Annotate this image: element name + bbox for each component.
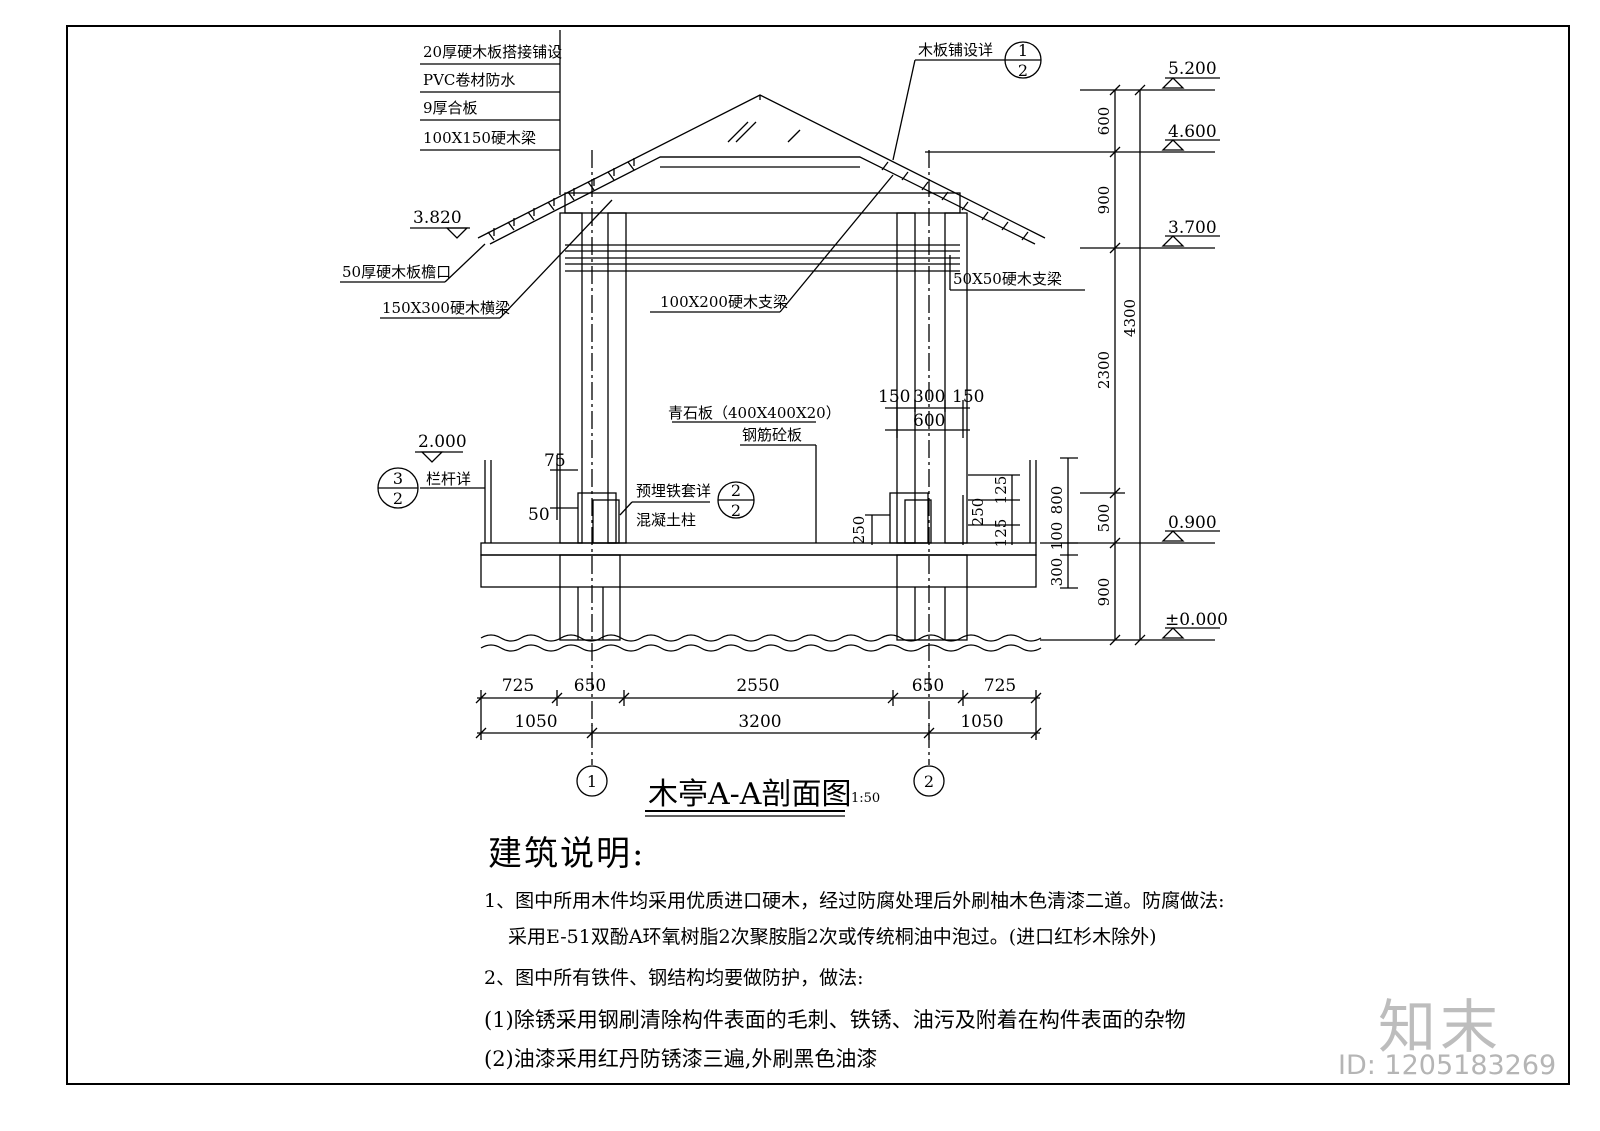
dim-row2-1: 3200	[738, 712, 781, 732]
id-watermark: ID: 1205183269	[1338, 1050, 1557, 1081]
label-railing-detail: 栏杆详	[426, 470, 471, 488]
roof-shingles-left	[487, 158, 635, 241]
elev-3700: 3.700	[1168, 218, 1217, 238]
dim-row1-2: 2550	[736, 676, 779, 696]
dim-500-v: 500	[1095, 504, 1113, 533]
axis-label-1: 1	[587, 772, 597, 791]
label-stone-slab: 青石板（400X400X20）	[668, 404, 841, 422]
note-line-1: 1、图中所用木件均采用优质进口硬木，经过防腐处理后外刷柚木色清漆二道。防腐做法:	[484, 890, 1225, 912]
axis-bubble-1	[576, 765, 608, 797]
label-rc-slab: 钢筋砼板	[742, 426, 802, 444]
callout-small-beam: 50X50硬木支梁	[953, 270, 1062, 288]
drawing-title: 木亭A-A剖面图	[648, 777, 851, 812]
note-line-2: 采用E-51双酚A环氧树脂2次聚胺脂2次或传统桐油中泡过。(进口红杉木除外)	[508, 926, 1157, 948]
ref3-bottom: 2	[393, 489, 403, 508]
dim-125a-v: 125	[992, 476, 1010, 505]
elev-2000: 2.000	[418, 432, 467, 452]
axis-bubble-2	[913, 765, 945, 797]
dim-150b: 150	[952, 387, 984, 407]
note-line-5: (2)油漆采用红丹防锈漆三遍,外刷黑色油漆	[484, 1047, 878, 1071]
callout-eave-board: 50厚硬木板檐口	[342, 263, 451, 281]
ref2-bottom: 2	[731, 501, 741, 520]
dim-row1-1: 650	[574, 676, 606, 696]
dim-row2-2: 1050	[960, 712, 1003, 732]
dim-600-v: 600	[1095, 107, 1113, 136]
callout-hardwood-beam: 100X150硬木梁	[423, 129, 536, 147]
callout-support-beam: 100X200硬木支梁	[660, 293, 788, 311]
notes-heading: 建筑说明:	[488, 834, 646, 874]
dim-2300-v: 2300	[1095, 351, 1113, 389]
dim-125b-v: 125	[992, 519, 1010, 548]
dim-250a-v: 250	[850, 516, 868, 545]
callout-pvc-membrane: PVC卷材防水	[423, 71, 515, 89]
elev-3820: 3.820	[413, 208, 462, 228]
dim-150a: 150	[878, 387, 910, 407]
dim-100-v: 100	[1048, 522, 1066, 551]
roof-shingles-right	[881, 161, 1029, 241]
note-line-4: (1)除锈采用钢刷清除构件表面的毛刺、铁锈、油污及附着在构件表面的杂物	[484, 1008, 1186, 1032]
callout-hardwood-deck: 20厚硬木板搭接铺设	[423, 43, 562, 61]
callout-cross-beam: 150X300硬木横梁	[382, 299, 510, 317]
dim-900b-v: 900	[1095, 578, 1113, 607]
dim-row1-4: 725	[984, 676, 1016, 696]
dim-4300-v: 4300	[1121, 299, 1139, 337]
note-line-3: 2、图中所有铁件、钢结构均要做防护，做法:	[484, 967, 864, 989]
axis-label-2: 2	[924, 772, 934, 791]
dim-75: 75	[544, 451, 566, 471]
roof-inner	[489, 156, 1036, 245]
dim-600-h: 600	[913, 411, 945, 431]
dim-50: 50	[528, 505, 550, 525]
ref2-top: 2	[731, 481, 741, 500]
ref1-bottom: 2	[1018, 61, 1028, 80]
label-concrete-column: 混凝土柱	[636, 511, 696, 529]
dim-300-v: 300	[1048, 558, 1066, 587]
label-embed-sleeve: 预埋铁套详	[636, 482, 711, 500]
drawing-scale: 1:50	[851, 791, 880, 806]
floor-slab	[480, 542, 1037, 556]
ref1-top: 1	[1018, 41, 1028, 60]
elev-4600: 4.600	[1168, 122, 1217, 142]
water-line	[480, 634, 1042, 642]
elev-0000: ±0.000	[1165, 610, 1228, 630]
dim-row2-0: 1050	[514, 712, 557, 732]
dim-800-v: 800	[1048, 486, 1066, 515]
elev-0900: 0.900	[1168, 513, 1217, 533]
dim-row1-3: 650	[912, 676, 944, 696]
callout-deck-detail: 木板铺设详	[918, 41, 993, 59]
dim-250b-v: 250	[969, 498, 987, 527]
brand-watermark: 知末	[1378, 993, 1503, 1061]
dim-300b: 300	[913, 387, 945, 407]
elev-5200: 5.200	[1168, 59, 1217, 79]
dim-900-v: 900	[1095, 186, 1113, 215]
dim-row1-0: 725	[502, 676, 534, 696]
ref3-top: 3	[393, 469, 403, 488]
callout-plywood: 9厚合板	[423, 99, 478, 117]
sheet-border	[66, 25, 1570, 1085]
